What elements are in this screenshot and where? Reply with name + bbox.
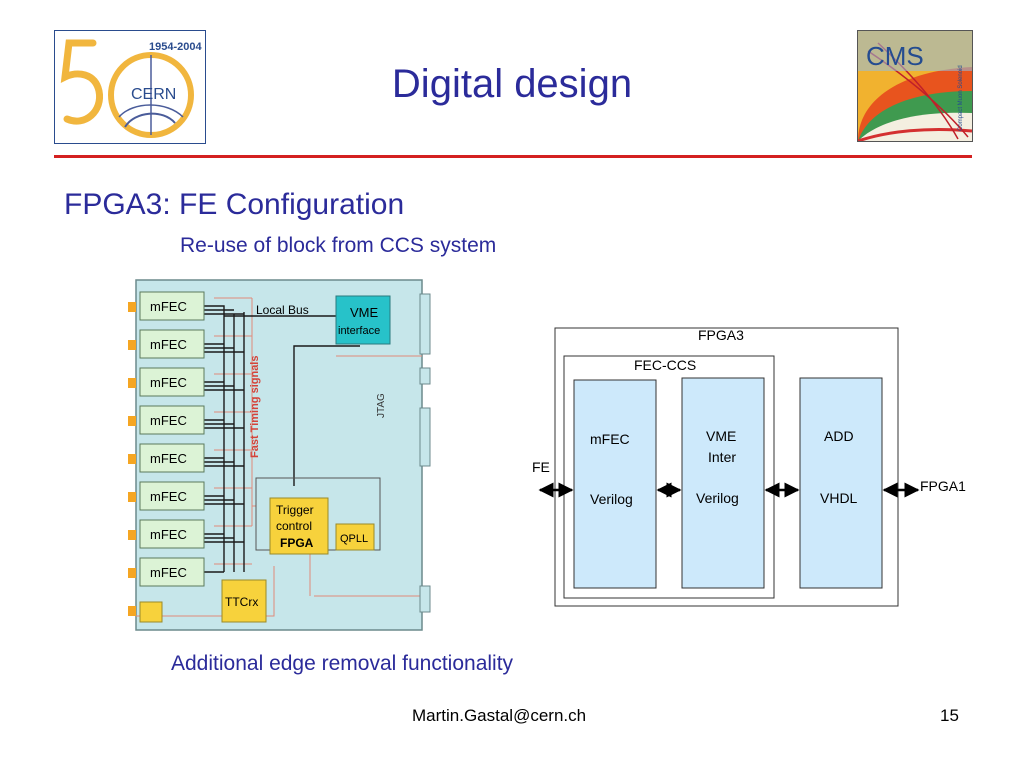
local-bus-label: Local Bus (256, 303, 309, 317)
mfec-block-2: mFEC (128, 329, 205, 359)
trigger-label-line3: FPGA (280, 536, 314, 550)
mfec-block-5: mFEC (128, 443, 205, 473)
slide-note: Additional edge removal functionality (171, 652, 514, 675)
mfec-module-lang: Verilog (590, 491, 633, 507)
qpll-block (335, 523, 375, 551)
local-bus-lines (204, 305, 360, 573)
vme-module-lang: Verilog (696, 490, 739, 506)
spare-block (139, 601, 163, 623)
ttcrx-label: TTCrx (225, 595, 258, 609)
mfec-label-7: mFEC (150, 527, 187, 542)
cern-years-label: 1954-2004 (149, 41, 202, 53)
vme-label-line1: VME (350, 305, 379, 320)
mfec-label-6: mFEC (150, 489, 187, 504)
trigger-label-line2: control (276, 519, 312, 533)
mfec-module (573, 379, 657, 589)
mfec-block-7: mFEC (128, 519, 205, 549)
fpga1-label: FPGA1 (920, 478, 966, 494)
fast-timing-traces (136, 297, 422, 617)
add-module-lang: VHDL (820, 490, 858, 506)
mfec-label-2: mFEC (150, 337, 187, 352)
cern-50-logo: 1954-2004 CERN (54, 30, 206, 144)
mfec-block-6: mFEC (128, 481, 205, 511)
mfec-label-5: mFEC (150, 451, 187, 466)
slide-title: Digital design (391, 62, 633, 106)
cms-tagline-label: Compact Muon Solenoid (958, 65, 964, 131)
fec-ccs-label: FEC-CCS (634, 357, 696, 373)
mfec-block-3: mFEC (128, 367, 205, 397)
vme-module-name-1: VME (706, 428, 736, 444)
mfec-label-8: mFEC (150, 565, 187, 580)
add-module (799, 377, 883, 589)
mfec-block-4: mFEC (128, 405, 205, 435)
edge-connector-4 (419, 585, 431, 613)
fast-timing-label: Fast Timing signals (249, 356, 261, 459)
jtag-label: JTAG (376, 393, 387, 418)
edge-connector-3 (419, 407, 431, 467)
fpga3-label: FPGA3 (698, 327, 744, 343)
title-divider (54, 155, 972, 158)
spare-port (128, 606, 136, 616)
slide-subheading: Re-use of block from CCS system (180, 234, 497, 257)
board-diagram: mFEC mFEC mFEC mFEC mFEC mFEC mFEC mFEC … (128, 279, 431, 631)
footer-email: Martin.Gastal@cern.ch (412, 706, 587, 725)
page-number: 15 (940, 706, 959, 725)
edge-connector-1 (419, 293, 431, 355)
vme-module-name-2: Inter (708, 449, 736, 465)
fpga-block-diagram: FPGA3 FEC-CCS mFEC Verilog VME Inter Ver… (532, 327, 966, 607)
cms-name-label: CMS (866, 41, 924, 71)
edge-connector-2 (419, 367, 431, 385)
cms-logo: CMS Compact Muon Solenoid (857, 30, 973, 142)
mfec-label-4: mFEC (150, 413, 187, 428)
slide-heading: FPGA3: FE Configuration (64, 188, 405, 221)
vme-label-line2: interface (338, 325, 380, 337)
trigger-fpga-block (269, 497, 329, 555)
cern-name-label: CERN (131, 86, 176, 103)
trigger-label-line1: Trigger (276, 503, 314, 517)
mfec-block-1: mFEC (128, 291, 205, 321)
qpll-label: QPLL (340, 533, 368, 545)
vme-inter-module (681, 377, 765, 589)
mfec-block-8: mFEC (128, 557, 205, 587)
ttcrx-block (221, 579, 267, 623)
vme-interface-block (335, 295, 391, 345)
mfec-label-3: mFEC (150, 375, 187, 390)
mfec-module-name: mFEC (590, 431, 630, 447)
fe-label: FE (532, 459, 550, 475)
add-module-name: ADD (824, 428, 854, 444)
mfec-label-1: mFEC (150, 299, 187, 314)
